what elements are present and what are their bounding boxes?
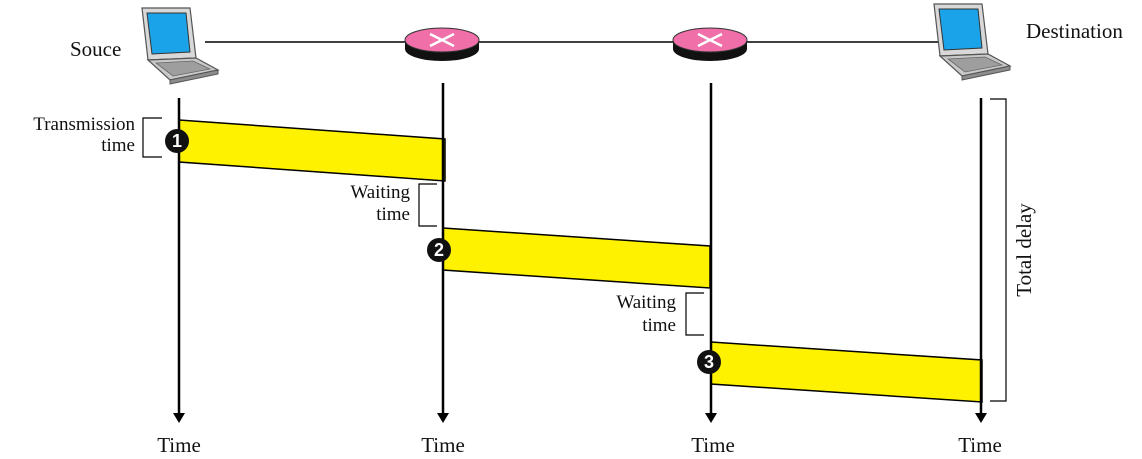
- transmission-time-label-line2: time: [101, 135, 135, 156]
- time-label-router2: Time: [691, 433, 735, 457]
- time-label-destination: Time: [958, 433, 1002, 457]
- time-label-router1: Time: [421, 433, 465, 457]
- packet-segment-3: [710, 341, 983, 403]
- segment-marker-2: 2: [427, 238, 451, 262]
- total-delay-bracket: [990, 98, 1007, 402]
- source-laptop-icon: [141, 7, 220, 85]
- waiting-time-1-label-line2: time: [376, 204, 410, 225]
- transmission-time-label-line1: Transmission: [33, 114, 135, 135]
- source-label: Souce: [70, 37, 121, 61]
- packet-segment-2: [442, 227, 711, 289]
- segment-number-2: 2: [434, 240, 444, 260]
- router2-icon: [672, 27, 748, 61]
- waiting-time-2-label-line1: Waiting: [616, 292, 676, 313]
- segment-number-1: 1: [172, 131, 182, 151]
- router1-icon: [404, 27, 480, 61]
- segment-marker-3: 3: [697, 350, 721, 374]
- transmission-time-bracket: [142, 117, 162, 158]
- time-label-source: Time: [157, 433, 201, 457]
- waiting-time-1-bracket: [418, 183, 437, 227]
- waiting-time-1-label-line1: Waiting: [350, 182, 410, 203]
- waiting-time-2-bracket: [685, 292, 704, 336]
- segment-marker-1: 1: [165, 129, 189, 153]
- destination-label: Destination: [1026, 19, 1123, 43]
- packet-segment-1: [178, 119, 446, 182]
- destination-laptop-icon: [933, 3, 1012, 81]
- total-delay-label: Total delay: [1012, 203, 1036, 297]
- waiting-time-2-label-line2: time: [642, 315, 676, 336]
- segment-number-3: 3: [704, 352, 714, 372]
